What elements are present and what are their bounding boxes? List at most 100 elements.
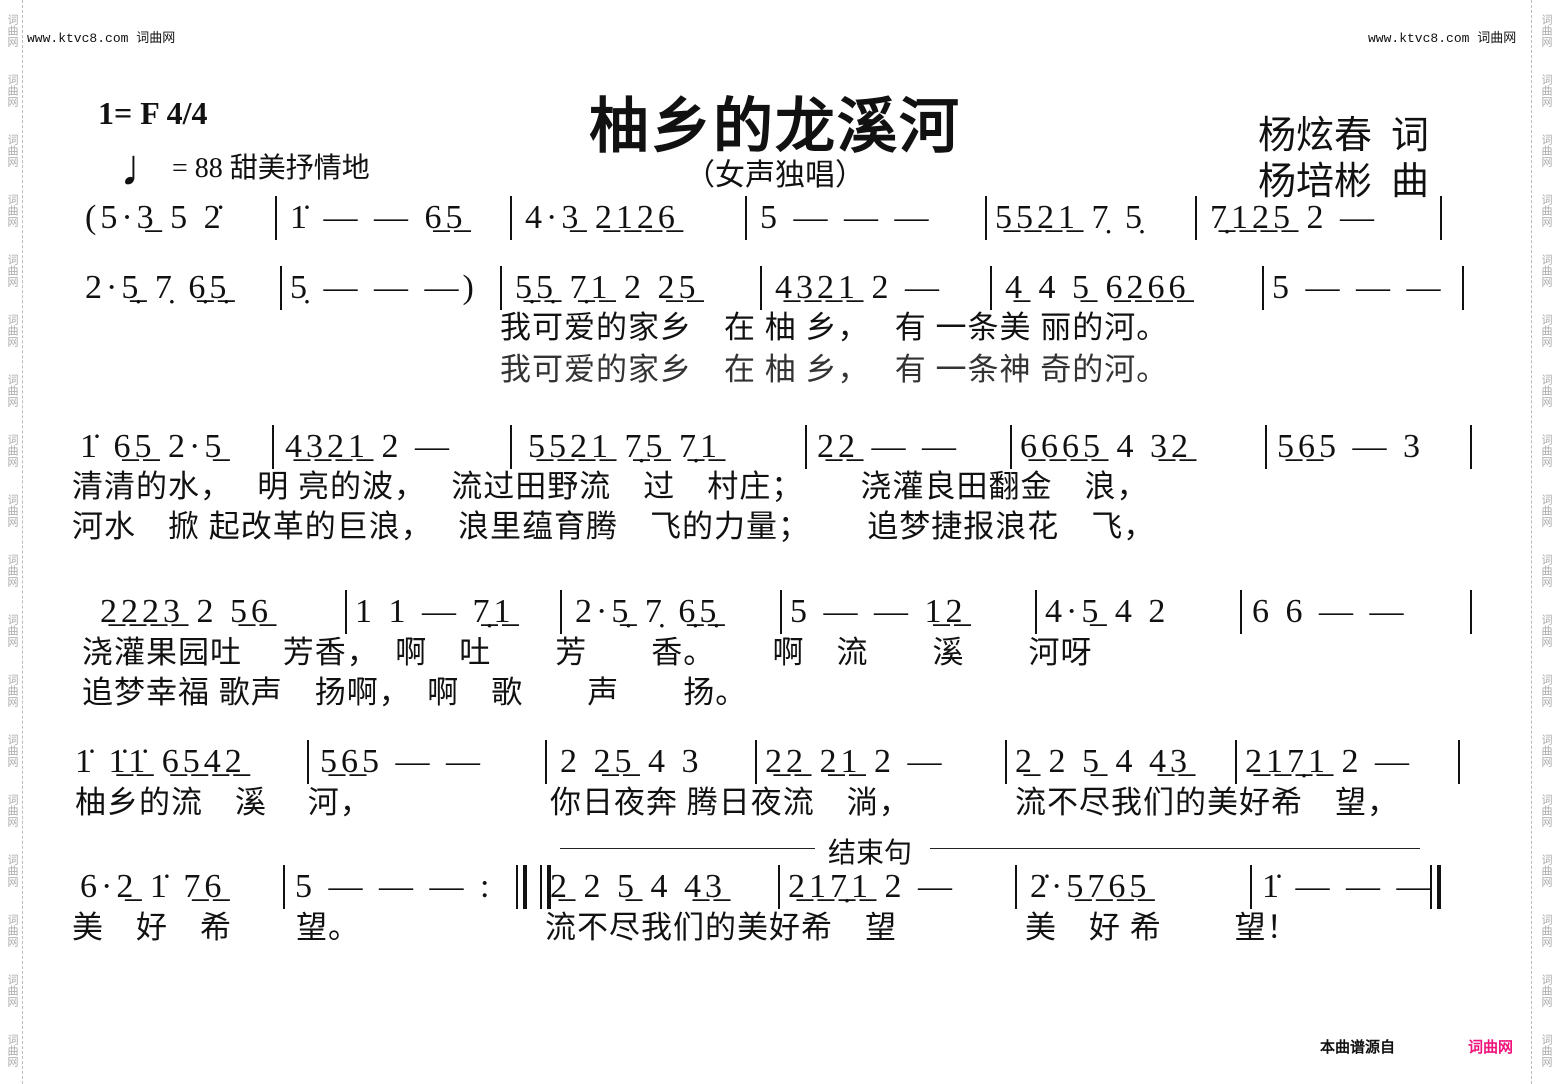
measure: 6 6 — —: [1252, 593, 1408, 630]
lyric-line: 美 好 希 望。: [72, 910, 360, 945]
measure: 5̣ — — —): [290, 269, 478, 306]
bar-line: [307, 740, 309, 784]
lyricist-credit: 杨炫春 词: [1258, 115, 1430, 157]
measure: 5 — — — :: [295, 868, 494, 905]
bar-line: [500, 266, 502, 310]
bar-line: [755, 740, 757, 784]
repeat-end-barline: [523, 865, 527, 909]
watermark-side-text: 词曲网: [1540, 973, 1553, 1007]
watermark-side-text: 词曲网: [6, 433, 19, 467]
tempo-marking: ♩= 88 甜美抒情地: [120, 140, 370, 197]
bar-line: [1250, 865, 1252, 909]
watermark-side-text: 词曲网: [6, 13, 19, 47]
lyric-line: 追梦幸福 歌声 扬啊， 啊 歌 声 扬。: [82, 675, 748, 710]
watermark-side-text: 词曲网: [1540, 13, 1553, 47]
measure: 2·5̣̲ 7̣ 6̣̲5̣̲: [575, 593, 721, 630]
lyric-line: 美 好 希 望！: [1025, 910, 1299, 945]
watermark-side-text: 词曲网: [6, 193, 19, 227]
watermark-side-text: 词曲网: [1540, 433, 1553, 467]
bar-line: [1262, 266, 1264, 310]
measure: 4̲ 4 5̲ 6̲2̲6̲6̲: [1005, 269, 1190, 306]
watermark-side-text: 词曲网: [1540, 853, 1553, 887]
measure: 1̇ 6̲5̲ 2·5̲: [80, 428, 226, 465]
measure: 5̲5̲2̲1̲ 7̣̲5̲ 7̣̲1̲: [528, 428, 721, 465]
bar-line: [1005, 740, 1007, 784]
measure: 4·3̲ 2̲1̲2̲6̲: [525, 199, 679, 236]
section-start-barline: [540, 865, 542, 909]
watermark-side-text: 词曲网: [1540, 553, 1553, 587]
measure: 2̲1̲7̣̲1̲ 2 —: [1245, 743, 1413, 780]
watermark-side-text: 词曲网: [6, 793, 19, 827]
bar-line: [275, 196, 277, 240]
watermark-side-text: 词曲网: [1540, 673, 1553, 707]
watermark-url-right: www.ktvc8.com 词曲网: [1368, 31, 1517, 46]
key-signature: 1= F 4/4: [98, 95, 208, 131]
bar-line: [745, 196, 747, 240]
bar-line: [1265, 425, 1267, 469]
tempo-text: = 88 甜美抒情地: [172, 153, 370, 184]
lyric-line: 流不尽我们的美好希 望: [545, 910, 897, 945]
watermark-side-text: 词曲网: [1540, 313, 1553, 347]
bar-line: [283, 865, 285, 909]
watermark-side-text: 词曲网: [6, 733, 19, 767]
bar-line: [985, 196, 987, 240]
left-watermark-column: 词曲网词曲网词曲网词曲网词曲网词曲网词曲网词曲网词曲网词曲网词曲网词曲网词曲网词…: [2, 0, 19, 1080]
quarter-note-icon: ♩: [120, 140, 172, 197]
measure: (5·3̲ 5 2̇: [85, 199, 225, 236]
right-watermark-column: 词曲网词曲网词曲网词曲网词曲网词曲网词曲网词曲网词曲网词曲网词曲网词曲网词曲网词…: [1536, 0, 1553, 1080]
measure: 5̣̲5̣̲ 7̣̲1̲ 2 2̲5̲: [515, 269, 700, 306]
left-margin-line: [22, 0, 23, 1084]
bar-line: [345, 590, 347, 634]
measure: 5 — — 1̲2̲: [790, 593, 967, 630]
watermark-side-text: 词曲网: [6, 973, 19, 1007]
watermark-side-text: 词曲网: [1540, 1033, 1553, 1067]
measure: 2 2̲5̲ 4 3: [560, 743, 703, 780]
measure: 2̲2̲ 2̲1̲ 2 —: [765, 743, 946, 780]
song-title: 柚乡的龙溪河: [589, 94, 961, 160]
composer-credit: 杨培彬 曲: [1258, 161, 1430, 203]
measure: 2̲2̲2̲3̲ 2 5̲6̲: [100, 593, 272, 630]
section-start-barline: [547, 865, 551, 909]
watermark-side-text: 词曲网: [6, 73, 19, 107]
watermark-side-text: 词曲网: [1540, 613, 1553, 647]
bar-line: [510, 196, 512, 240]
measure: 5̲5̲2̲1̲ 7̣ 5̣: [995, 199, 1146, 236]
source-label: 本曲谱源自: [1320, 1038, 1396, 1056]
bar-line: [1240, 590, 1242, 634]
measure: 2̲ 2 5̲ 4 4̲3̲: [550, 868, 726, 905]
watermark-side-text: 词曲网: [1540, 133, 1553, 167]
watermark-side-text: 词曲网: [1540, 373, 1553, 407]
watermark-side-text: 词曲网: [6, 913, 19, 947]
bar-line: [805, 425, 807, 469]
measure: 2̲ 2 5̲ 4 4̲3̲: [1015, 743, 1191, 780]
bar-line: [272, 425, 274, 469]
measure: 5 — — —: [760, 199, 933, 236]
watermark-side-text: 词曲网: [6, 613, 19, 647]
measure: 1 1 — 7̣̲1̲: [355, 593, 515, 630]
right-margin-line: [1531, 0, 1532, 1084]
watermark-side-text: 词曲网: [6, 253, 19, 287]
watermark-side-text: 词曲网: [6, 493, 19, 527]
bar-line: [990, 266, 992, 310]
watermark-side-text: 词曲网: [1540, 793, 1553, 827]
lyric-line: 你日夜奔 腾日夜流 淌，: [550, 785, 911, 820]
measure: 2·5̣̲ 7̣ 6̣̲5̣̲: [85, 269, 231, 306]
bar-line: [545, 740, 547, 784]
measure: 6̲6̲6̲5̲ 4 3̲2̲: [1020, 428, 1192, 465]
measure: 2̇·5̲7̲6̲5̲: [1030, 868, 1151, 905]
watermark-side-text: 词曲网: [6, 313, 19, 347]
lyric-line: 我可爱的家乡 在 柚 乡， 有 一条美 丽的河。: [500, 310, 1169, 345]
source-site-link[interactable]: 词曲网: [1468, 1038, 1514, 1056]
final-barline: [1437, 865, 1441, 909]
lyric-line: 流不尽我们的美好希 望，: [1015, 785, 1399, 820]
ending-section-label: 结束句: [828, 838, 913, 869]
ending-line-right: [930, 848, 1420, 849]
measure: 1̇ — — —: [1262, 868, 1435, 905]
watermark-side-text: 词曲网: [1540, 253, 1553, 287]
bar-line: [1235, 740, 1237, 784]
bar-line: [1470, 425, 1472, 469]
bar-line: [1470, 590, 1472, 634]
watermark-side-text: 词曲网: [6, 1033, 19, 1067]
bar-line: [760, 266, 762, 310]
lyric-line: 河水 掀 起改革的巨浪， 浪里蕴育腾 飞的力量； 追梦捷报浪花 飞，: [72, 509, 1156, 544]
